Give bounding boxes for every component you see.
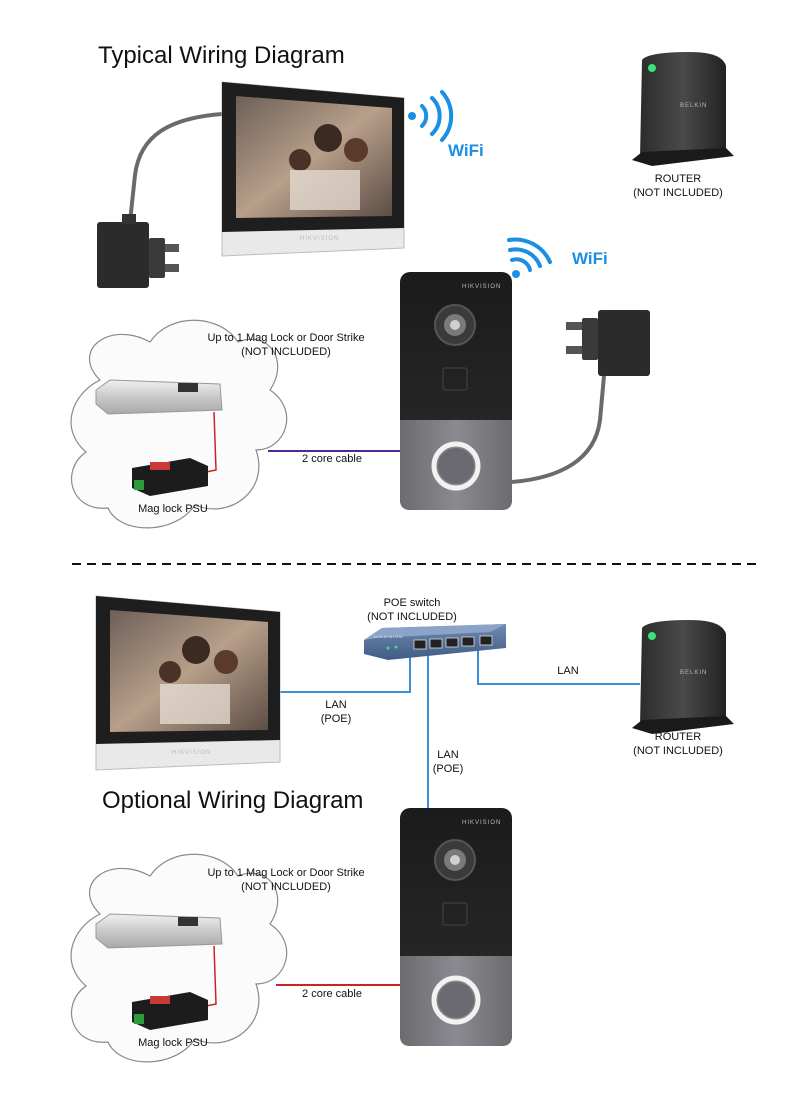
switch-label: POE switch (NOT INCLUDED) bbox=[362, 596, 462, 624]
bottom-monitor: HIKVISION bbox=[95, 595, 281, 771]
bottom-doorbell: HIKVISION bbox=[400, 808, 512, 1046]
top-mag-lock bbox=[95, 379, 223, 415]
monitor-lan-text: LAN bbox=[325, 699, 347, 711]
wifi-icon-doorbell bbox=[507, 237, 552, 278]
top-lock-label: Up to 1 Mag Lock or Door Strike (NOT INC… bbox=[196, 331, 376, 359]
bottom-monitor-brand: HIKVISION bbox=[172, 750, 211, 756]
bottom-router: BELKIN bbox=[632, 620, 734, 734]
bottom-router-label: ROUTER (NOT INCLUDED) bbox=[628, 730, 728, 758]
switch-name: POE switch bbox=[383, 597, 441, 609]
doorbell-power-adapter bbox=[566, 310, 650, 376]
bottom-psu-label: Mag lock PSU bbox=[138, 1037, 208, 1049]
bottom-lock-note: (NOT INCLUDED) bbox=[241, 881, 331, 893]
top-doorbell: HIKVISION bbox=[400, 272, 512, 510]
doorbell-poe-text: (POE) bbox=[432, 763, 464, 775]
bottom-lock-wire bbox=[205, 945, 217, 1007]
bottom-router-brand: BELKIN bbox=[680, 670, 707, 676]
bottom-router-note: (NOT INCLUDED) bbox=[633, 745, 723, 757]
top-router-note: (NOT INCLUDED) bbox=[633, 187, 723, 199]
top-diagram-title: Typical Wiring Diagram bbox=[98, 42, 345, 69]
monitor-poe-text: (POE) bbox=[320, 713, 352, 725]
top-monitor-brand: HIKVISION bbox=[300, 236, 339, 242]
lan-line-monitor bbox=[278, 650, 411, 693]
bottom-lock-label: Up to 1 Mag Lock or Door Strike (NOT INC… bbox=[196, 866, 376, 894]
switch-brand: HIKVISION bbox=[374, 634, 403, 639]
doorbell-power-cable bbox=[511, 375, 606, 484]
top-doorbell-wifi-label: WiFi bbox=[572, 249, 608, 268]
top-monitor: HIKVISION bbox=[221, 81, 405, 257]
poe-switch: HIKVISION bbox=[364, 624, 506, 660]
doorbell-lan-text: LAN bbox=[437, 749, 459, 761]
top-psu-label: Mag lock PSU bbox=[138, 503, 208, 515]
monitor-lan-label: LAN (POE) bbox=[306, 698, 366, 726]
bottom-lock-cloud bbox=[70, 853, 288, 1063]
bottom-lock-title: Up to 1 Mag Lock or Door Strike bbox=[207, 867, 365, 879]
wifi-icon-monitor bbox=[408, 90, 454, 142]
top-router: BELKIN bbox=[632, 52, 734, 166]
bottom-router-name: ROUTER bbox=[654, 731, 702, 743]
top-lock-note: (NOT INCLUDED) bbox=[241, 346, 331, 358]
top-lock-wire bbox=[205, 411, 217, 473]
top-router-name: ROUTER bbox=[654, 173, 702, 185]
top-router-brand: BELKIN bbox=[680, 103, 707, 109]
doorbell-lan-label: LAN (POE) bbox=[418, 748, 478, 776]
router-lan-label: LAN bbox=[557, 665, 579, 677]
bottom-doorbell-brand: HIKVISION bbox=[462, 820, 501, 826]
top-lock-cloud bbox=[70, 319, 288, 529]
bottom-diagram-title: Optional Wiring Diagram bbox=[102, 787, 364, 814]
top-lock-title: Up to 1 Mag Lock or Door Strike bbox=[207, 332, 365, 344]
top-doorbell-brand: HIKVISION bbox=[462, 284, 501, 290]
switch-note: (NOT INCLUDED) bbox=[367, 611, 457, 623]
bottom-cable-label: 2 core cable bbox=[302, 988, 362, 1000]
top-cable-label: 2 core cable bbox=[302, 453, 362, 465]
bottom-psu bbox=[132, 992, 208, 1030]
top-router-label: ROUTER (NOT INCLUDED) bbox=[628, 172, 728, 200]
monitor-power-cable bbox=[128, 112, 223, 223]
bottom-mag-lock bbox=[95, 913, 223, 949]
top-psu bbox=[132, 458, 208, 496]
monitor-power-adapter bbox=[97, 214, 179, 288]
top-monitor-wifi-label: WiFi bbox=[448, 141, 484, 160]
lan-line-router bbox=[477, 650, 640, 685]
